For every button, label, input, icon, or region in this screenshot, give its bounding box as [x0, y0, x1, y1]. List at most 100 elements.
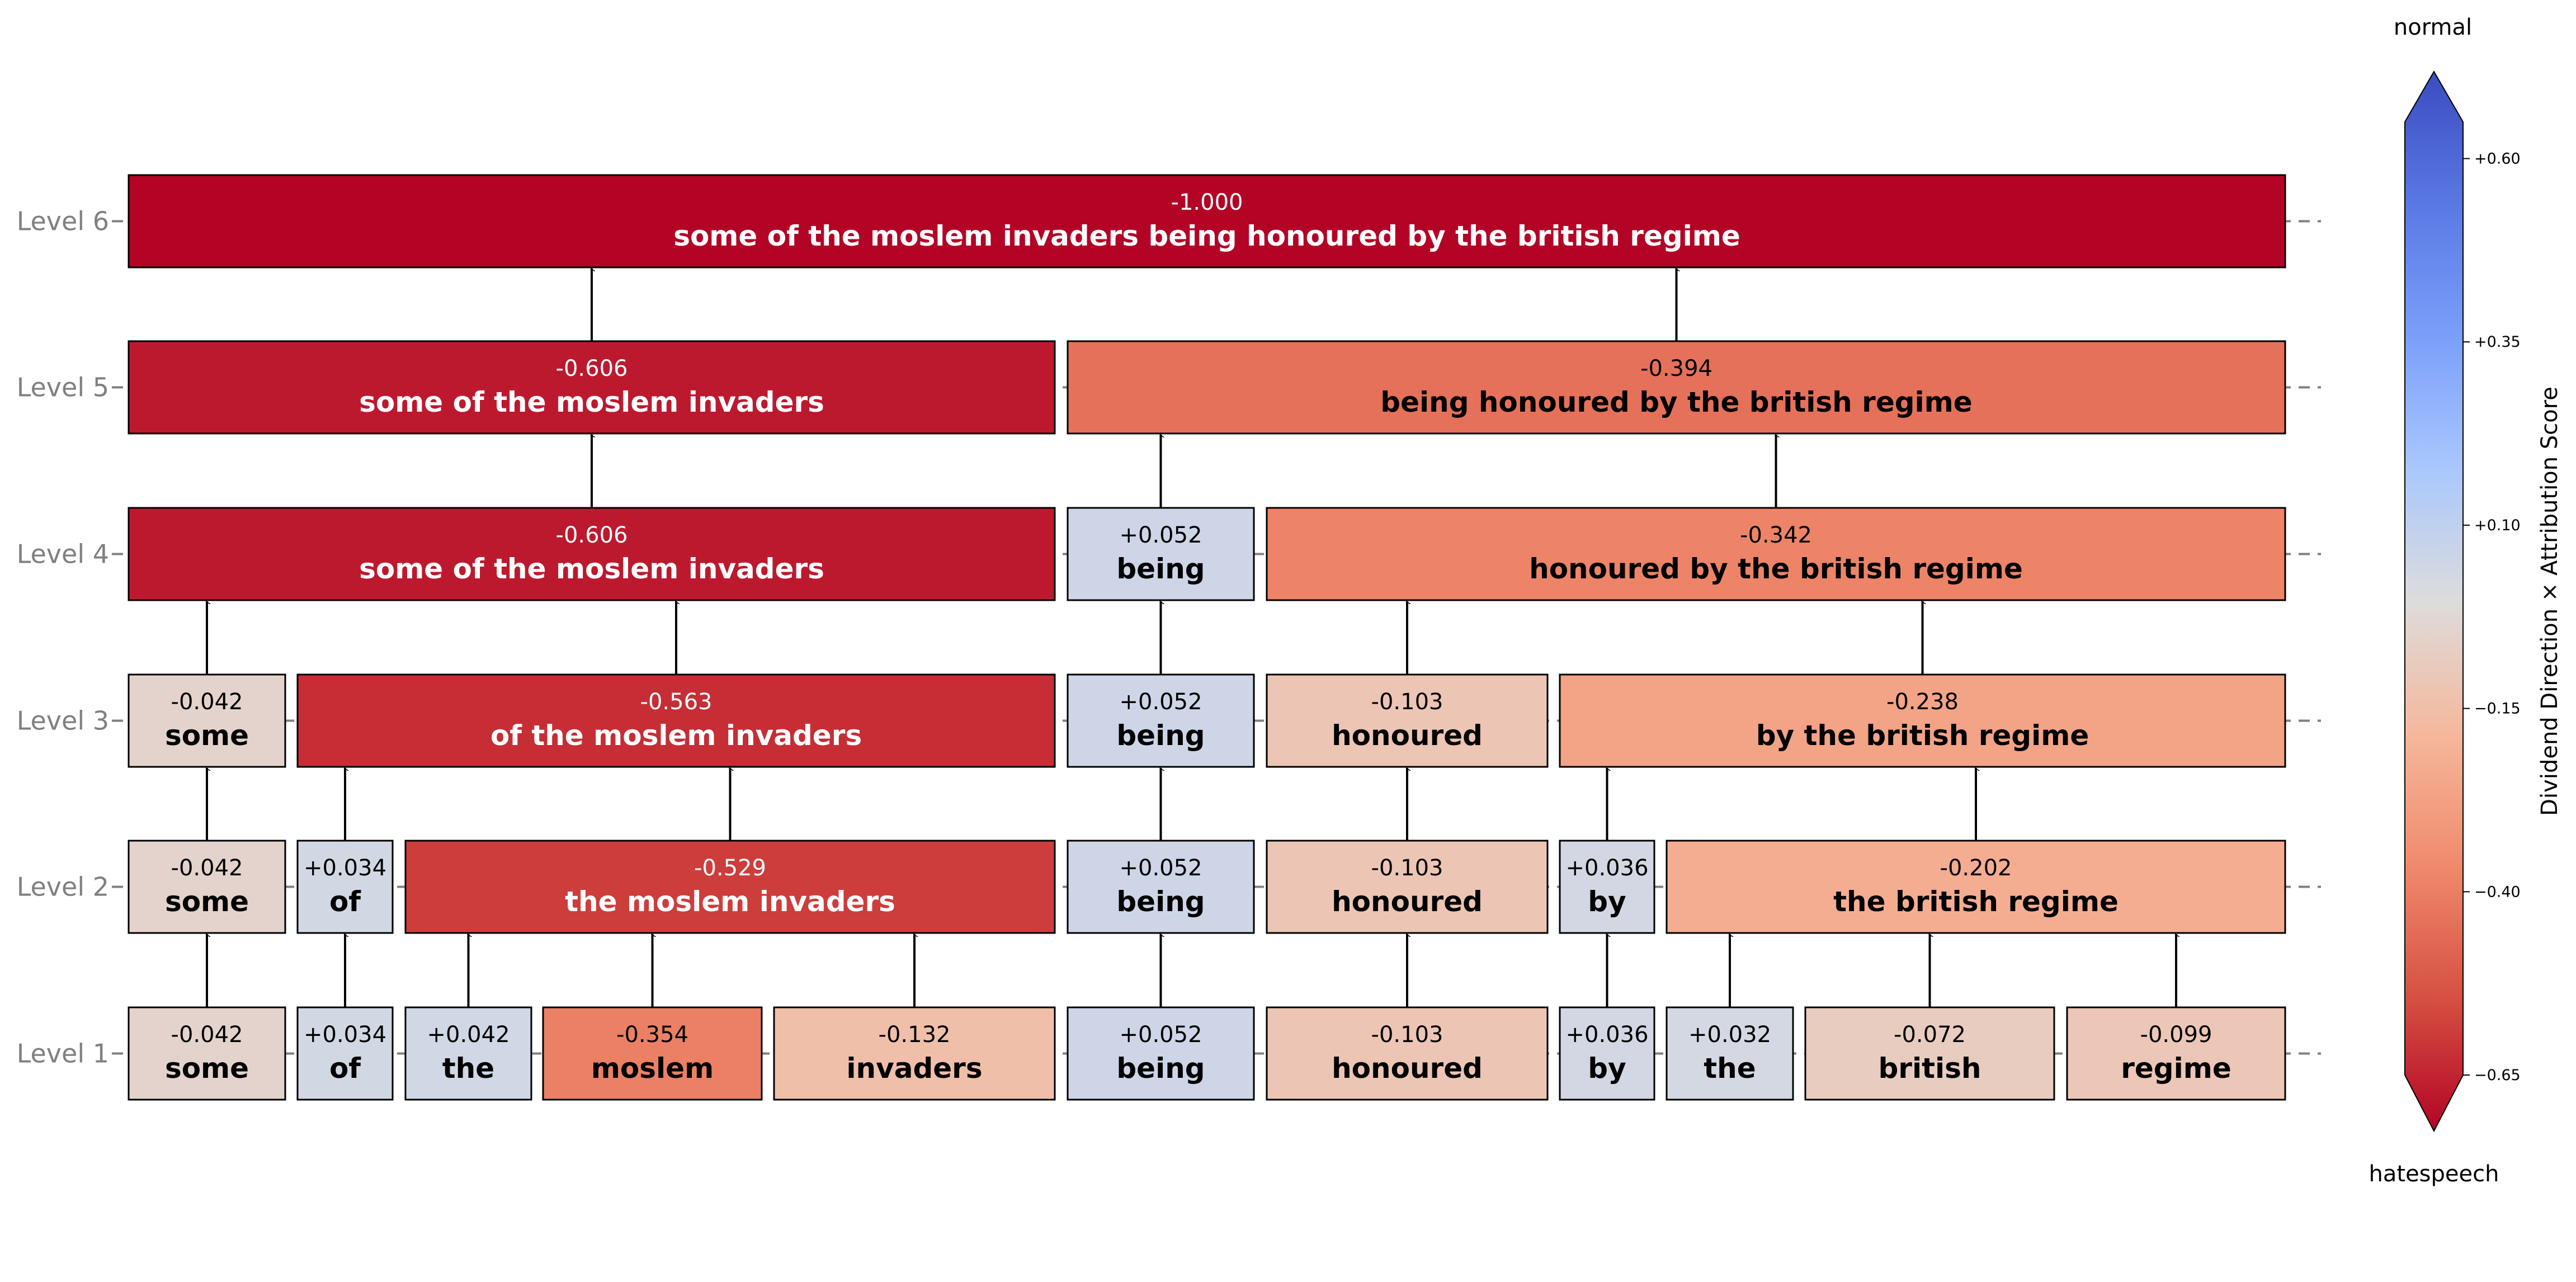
colorbar-tick-label: +0.35	[2474, 333, 2521, 351]
span-score: -0.103	[1371, 689, 1443, 715]
span-node: +0.052 being	[1067, 1006, 1255, 1101]
colorbar-tick-label: −0.15	[2474, 700, 2521, 718]
span-box	[128, 1006, 286, 1101]
span-score: -0.042	[171, 1022, 243, 1048]
span-box	[542, 1006, 763, 1101]
span-node: -0.042 some	[128, 840, 286, 934]
span-text: of the moslem invaders	[490, 719, 862, 752]
span-node: +0.052 being	[1067, 840, 1255, 934]
span-box	[1666, 1006, 1794, 1101]
span-node: -0.099 regime	[2066, 1006, 2286, 1101]
span-score: -0.342	[1740, 522, 1812, 548]
span-text: some	[165, 1052, 249, 1085]
span-node: -0.563 of the moslem invaders	[296, 673, 1056, 768]
span-node: +0.032 the	[1666, 1006, 1794, 1101]
span-text: the moslem invaders	[565, 885, 895, 918]
span-box	[2066, 1006, 2286, 1101]
span-node: +0.042 the	[404, 1006, 532, 1101]
span-box	[1067, 840, 1255, 934]
span-score: -0.354	[616, 1022, 688, 1048]
span-box	[128, 673, 286, 768]
span-score: +0.052	[1119, 689, 1202, 715]
span-node: -0.342 honoured by the british regime	[1266, 507, 2286, 601]
span-text: being	[1116, 1052, 1205, 1085]
span-text: some of the moslem invaders being honour…	[673, 220, 1740, 252]
span-score: -0.132	[879, 1022, 951, 1048]
span-text: british	[1879, 1052, 1981, 1085]
span-box	[296, 673, 1056, 768]
span-score: +0.032	[1688, 1022, 1771, 1048]
span-score: -0.103	[1371, 1022, 1443, 1048]
span-score: -0.394	[1640, 356, 1712, 381]
span-text: some	[165, 885, 249, 918]
span-score: -0.202	[1940, 855, 2012, 881]
span-score: -0.238	[1886, 689, 1959, 715]
span-box	[1067, 673, 1255, 768]
span-text: regime	[2121, 1052, 2231, 1085]
span-score: -0.042	[171, 855, 243, 881]
level-label: Level 5	[17, 373, 109, 403]
span-score: -1.000	[1171, 190, 1243, 215]
span-box	[1067, 507, 1255, 601]
span-score: +0.034	[304, 855, 386, 881]
span-box	[1559, 673, 2286, 768]
span-box	[404, 840, 1056, 934]
span-text: moslem	[591, 1052, 714, 1085]
span-text: some	[165, 719, 249, 752]
span-text: honoured by the british regime	[1529, 553, 2023, 585]
span-score: +0.036	[1565, 855, 1648, 881]
span-node: -1.000 some of the moslem invaders being …	[128, 174, 2286, 268]
span-score: -0.103	[1371, 855, 1443, 881]
level-label: Level 4	[17, 539, 109, 569]
span-score: -0.042	[171, 689, 243, 715]
span-box	[128, 840, 286, 934]
span-text: the british regime	[1833, 885, 2119, 918]
span-box	[1804, 1006, 2055, 1101]
span-box	[1266, 507, 2286, 601]
span-box	[773, 1006, 1056, 1101]
span-text: the	[442, 1052, 494, 1085]
span-score: +0.034	[304, 1022, 386, 1048]
span-box	[1067, 340, 2286, 435]
colorbar-bottom-label: hatespeech	[2369, 1161, 2499, 1187]
span-score: +0.052	[1119, 522, 1202, 548]
span-score: -0.072	[1894, 1022, 1966, 1048]
colorbar-tick-label: −0.65	[2474, 1067, 2521, 1084]
span-box	[1266, 1006, 1549, 1101]
span-box	[296, 840, 394, 934]
span-text: of	[329, 1052, 361, 1085]
span-text: of	[329, 885, 361, 918]
span-score: -0.099	[2140, 1022, 2212, 1048]
span-text: the	[1704, 1052, 1756, 1085]
colorbar-title: Dividend Direction × Attribution Score	[2537, 387, 2563, 816]
span-text: being	[1116, 885, 1205, 918]
span-score: +0.052	[1119, 855, 1202, 881]
colorbar: normal +0.60+0.35+0.10−0.15−0.40−0.65 ha…	[2369, 15, 2563, 1187]
level-label: Level 1	[17, 1039, 109, 1069]
span-node: +0.034 of	[296, 840, 394, 934]
span-node: -0.354 moslem	[542, 1006, 763, 1101]
colorbar-tick-label: +0.60	[2474, 150, 2521, 168]
merge-arrows	[206, 268, 2176, 1007]
span-score: +0.052	[1119, 1022, 1202, 1048]
colorbar-top-label: normal	[2394, 15, 2472, 40]
span-node: -0.072 british	[1804, 1006, 2055, 1101]
span-score: -0.563	[640, 689, 713, 715]
span-text: invaders	[846, 1052, 982, 1085]
span-text: honoured	[1332, 1052, 1483, 1085]
span-box	[1266, 840, 1549, 934]
span-box	[128, 174, 2286, 268]
span-node: -0.132 invaders	[773, 1006, 1056, 1101]
span-box	[1266, 673, 1549, 768]
span-score: +0.042	[427, 1022, 509, 1048]
span-node: -0.103 honoured	[1266, 1006, 1549, 1101]
span-box	[1559, 1006, 1655, 1101]
span-score: -0.606	[556, 522, 628, 548]
